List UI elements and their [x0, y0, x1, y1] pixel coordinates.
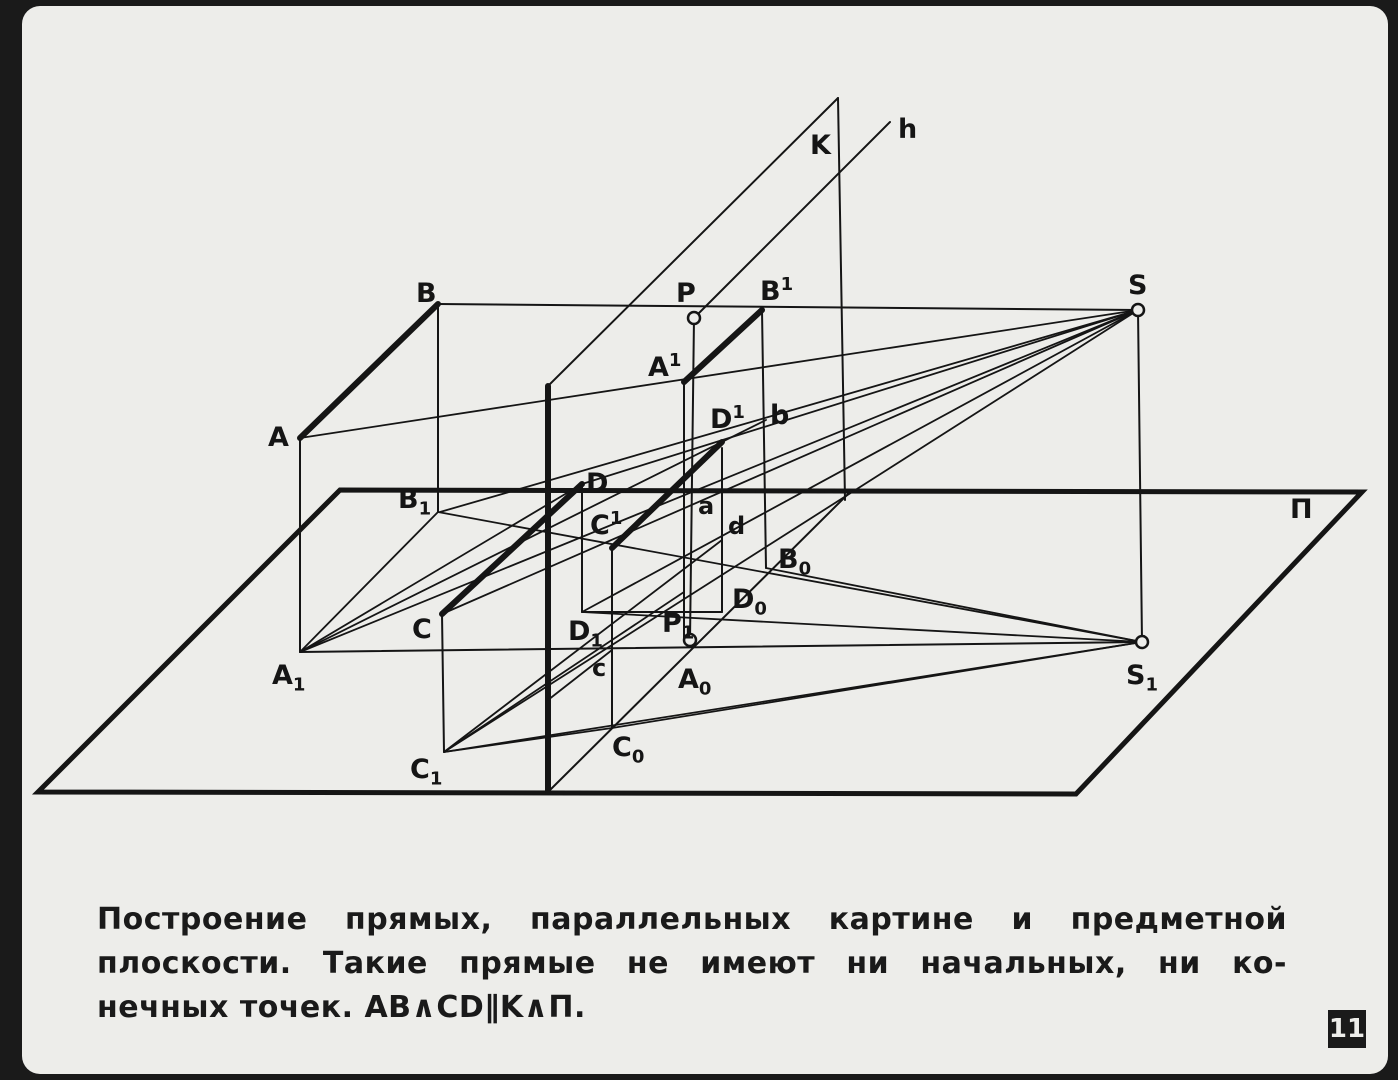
label-S: S — [1128, 270, 1148, 301]
edge-B-S — [437, 303, 1139, 311]
caption-line-2: плоскости. Такие прямые не имеют ни нача… — [97, 946, 1287, 981]
picture-plane-base — [547, 493, 849, 793]
label-D-prime: D1 — [710, 402, 745, 435]
label-A0: A0 — [678, 664, 712, 700]
perspective-diagram — [31, 97, 1368, 797]
label-B0: B0 — [778, 544, 812, 580]
label-A: A — [268, 422, 289, 453]
segment-CD — [439, 481, 585, 617]
label-C0: C0 — [612, 732, 645, 768]
point-P — [686, 310, 702, 326]
segment-A1B1-prime — [681, 307, 765, 385]
edge-S-S1 — [1137, 309, 1143, 643]
ground-plane — [31, 487, 1368, 797]
picture-plane-edge — [837, 97, 846, 501]
label-K: K — [810, 130, 831, 161]
label-b: b — [770, 400, 790, 431]
label-P1: P1 — [662, 608, 695, 644]
label-C1: C1 — [410, 754, 443, 790]
label-D1: D1 — [568, 616, 603, 652]
point-A0 — [682, 632, 698, 648]
label-A1: A1 — [272, 660, 306, 696]
label-P: P — [676, 278, 696, 309]
label-D0: D0 — [732, 584, 767, 620]
edge-C-C1 — [441, 613, 445, 753]
edge-A1-B1 — [299, 511, 439, 653]
picture-plane-edge — [547, 97, 839, 387]
label-h: h — [898, 114, 918, 145]
page-number: 11 — [1328, 1010, 1366, 1048]
caption-line-3: нечных точек. AB∧CD∥K∧П. — [97, 990, 586, 1025]
label-B: B — [416, 278, 437, 309]
label-B1: B1 — [398, 484, 432, 520]
horizon-line — [693, 121, 891, 319]
point-S — [1130, 302, 1146, 318]
label-A-prime: A1 — [648, 350, 682, 383]
slide: K h P B1 S B A1 A D1 b B1 D a П C1 d B0 … — [22, 6, 1388, 1074]
caption-line-1: Построение прямых, параллельных картине … — [97, 902, 1287, 937]
label-C: C — [412, 614, 432, 645]
label-B-prime: B1 — [760, 274, 794, 307]
segment-AB — [297, 301, 441, 441]
caption: Построение прямых, параллельных картине … — [97, 898, 1287, 1030]
label-C-prime: C1 — [590, 508, 623, 541]
label-c: c — [592, 654, 607, 682]
label-S1: S1 — [1126, 660, 1158, 696]
point-S1 — [1134, 634, 1150, 650]
label-Pi: П — [1290, 494, 1313, 525]
label-D: D — [586, 468, 609, 499]
edge-B-prime — [761, 309, 767, 569]
edge-A1-S1 — [299, 641, 1143, 653]
label-a: a — [698, 492, 715, 520]
label-d: d — [728, 512, 746, 540]
edge-P-P1 — [689, 317, 695, 641]
segment-C1D1-prime — [609, 439, 725, 551]
